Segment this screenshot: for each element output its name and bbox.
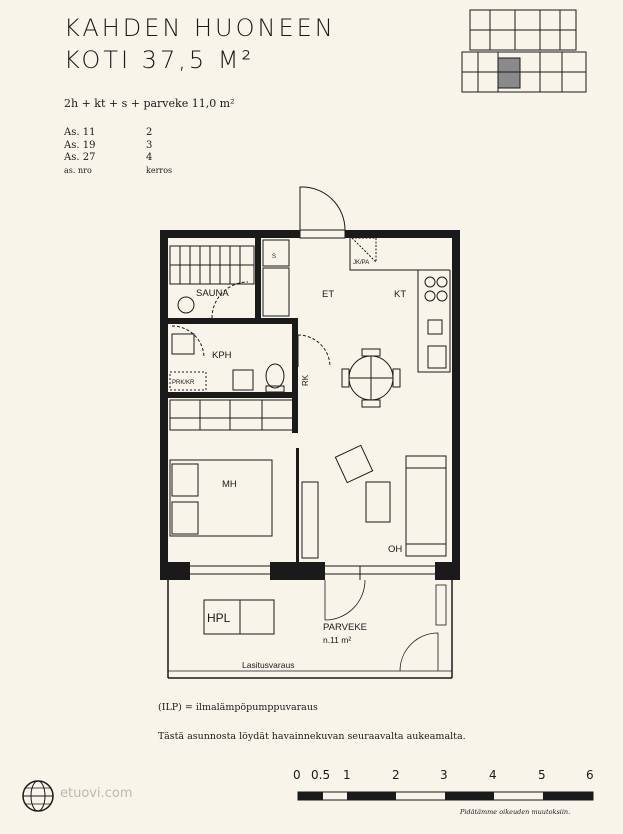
wardrobes: [169, 399, 295, 431]
apartment-number: As. 19: [64, 139, 96, 151]
apartment-number: As. 11: [64, 127, 96, 138]
balcony: [167, 579, 453, 679]
kitchen: [349, 237, 451, 373]
scale-label: 5: [538, 768, 546, 782]
label-hpl: HPL: [207, 611, 231, 625]
label-s: S: [272, 254, 276, 260]
key-plan: [461, 9, 587, 93]
label-kt: KT: [394, 289, 406, 300]
highlighted-apartment: [497, 57, 521, 89]
hall-storage: [262, 239, 331, 368]
scale-bar: [297, 791, 594, 801]
apartment-floor: 3: [146, 139, 153, 151]
living-furniture: [301, 444, 447, 559]
scale-label: 0.5: [311, 768, 331, 782]
room-summary: 2h + kt + s + parveke 11,0 m²: [64, 97, 235, 110]
scale-label: 3: [440, 768, 448, 782]
globe-logo-icon: [22, 780, 54, 812]
dining-table: [341, 348, 401, 408]
scale-label: 0: [293, 768, 301, 782]
ilp-note: (ILP) = ilmalämpöpumppuvaraus: [158, 702, 318, 713]
watermark: etuovi.com: [60, 786, 133, 801]
apartment-row: As. 27 4: [64, 152, 172, 165]
apartment-legend: as. nro kerros: [64, 165, 172, 178]
apartment-row: As. 11 2: [64, 127, 172, 140]
windows: [190, 565, 435, 580]
label-lasitusvaraus: Lasitusvaraus: [242, 660, 294, 670]
heat-pump: [203, 599, 275, 635]
label-sauna: SAUNA: [196, 288, 229, 299]
apartment-row: As. 19 3: [64, 140, 172, 153]
view-note: Tästä asunnosta löydät havainnekuvan seu…: [158, 731, 466, 742]
label-rk: RK: [301, 374, 310, 386]
label-oh: OH: [388, 544, 402, 555]
outer-walls: [160, 230, 460, 580]
apartment-number: As. 27: [64, 152, 96, 163]
scale-label: 6: [586, 768, 594, 782]
apartment-floor: 2: [146, 127, 153, 138]
room-labels: SAUNA KPH PRK/KR ET KT JK/PA S RK MH OH …: [172, 254, 406, 670]
apartment-number-legend: as. nro: [64, 165, 92, 175]
label-mh: MH: [222, 479, 237, 490]
label-parveke: PARVEKE: [323, 622, 367, 633]
label-prkr: PRK/KR: [172, 380, 195, 386]
apartment-floor-legend: kerros: [146, 165, 173, 175]
scale-label: 4: [489, 768, 497, 782]
apartment-floor: 4: [146, 152, 153, 163]
title-line-2: KOTI 37,5 M²: [64, 46, 255, 74]
scale-label: 2: [392, 768, 400, 782]
label-et: ET: [322, 289, 334, 300]
bathroom: [169, 325, 285, 393]
bed: [169, 459, 273, 537]
label-parveke-area: n.11 m²: [323, 635, 351, 645]
scale-label: 1: [343, 768, 351, 782]
title-line-1: KAHDEN HUONEEN: [64, 14, 336, 42]
label-jkpa: JK/PA: [353, 260, 369, 266]
label-kph: KPH: [212, 350, 232, 361]
inner-walls: [168, 238, 299, 562]
rights-note: Pidätämme oikeuden muutoksiin.: [460, 808, 571, 816]
sauna: [169, 245, 255, 319]
apartment-table: As. 11 2 As. 19 3 As. 27 4 as. nro kerro…: [64, 127, 172, 177]
entrance-door: [299, 186, 346, 239]
